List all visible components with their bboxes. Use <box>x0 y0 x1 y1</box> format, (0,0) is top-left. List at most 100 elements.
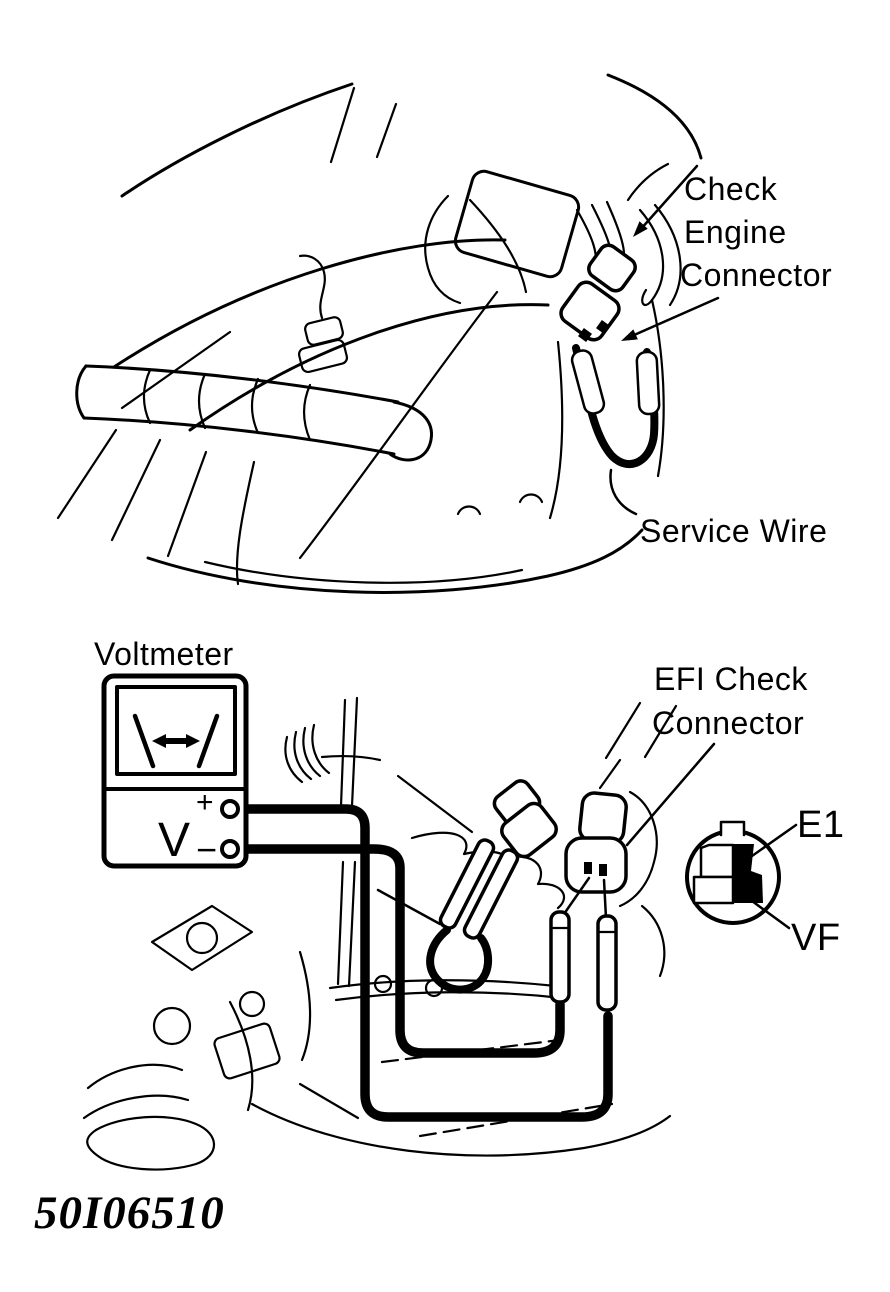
harness-wire <box>626 162 670 202</box>
engine-line <box>298 950 312 1062</box>
engine-line <box>228 1000 254 1112</box>
engine-line <box>339 698 347 808</box>
connector-terminal <box>578 328 592 342</box>
service-wire-sleeve <box>635 350 661 416</box>
hose-ring <box>302 383 312 442</box>
ribbed-hose <box>82 416 396 456</box>
engine-line <box>604 701 642 760</box>
pinout-cavity <box>692 875 735 905</box>
engine-deck-line <box>334 991 564 1002</box>
pinout-tab <box>719 820 746 837</box>
harness-wire <box>638 208 665 306</box>
check-engine-connector-label: Connector <box>680 257 832 293</box>
engine-bottom-sweep <box>250 1102 672 1157</box>
engine-line <box>643 704 678 759</box>
engine-line <box>548 340 564 520</box>
hose-arc <box>311 723 331 775</box>
engine-line <box>598 758 622 790</box>
engine-line <box>350 696 359 808</box>
engine-box <box>213 1022 281 1080</box>
engine-line <box>375 102 398 159</box>
efi-check-connector-label: EFI Check <box>654 661 808 697</box>
voltmeter-needle-left <box>132 713 156 769</box>
needle-deflection-arrow-icon <box>186 734 200 748</box>
voltmeter-needle-right <box>196 713 220 769</box>
engine-circle <box>238 990 266 1018</box>
hose-arc <box>284 735 304 784</box>
lower-lump <box>86 1115 215 1171</box>
hose-line <box>320 754 382 762</box>
engine-line <box>120 330 232 410</box>
voltmeter-label: Voltmeter <box>94 636 234 672</box>
engine-line <box>424 194 462 305</box>
figure-code: 50I06510 <box>34 1187 225 1239</box>
e1-leader <box>750 823 798 858</box>
harness-wire <box>653 203 682 307</box>
bottom-diagram: V + − Voltmeter EFI Check Connector E1 V… <box>82 636 844 1171</box>
check-engine-connector-label: Engine <box>684 214 787 250</box>
test-probe <box>596 914 618 1012</box>
engine-line <box>518 493 544 504</box>
connector-terminal <box>596 320 610 334</box>
relay-box <box>453 169 581 279</box>
engine-line <box>329 86 356 164</box>
probe-needle <box>562 876 591 916</box>
engine-line <box>166 450 208 558</box>
positive-terminal <box>220 799 240 819</box>
engine-line <box>396 774 474 834</box>
pinout-filled-terminal <box>733 844 763 903</box>
engine-line <box>188 303 550 432</box>
engine-bottom-edge <box>146 528 644 594</box>
voltmeter-lead-positive <box>233 804 613 1122</box>
engine-bottom-edge <box>203 560 524 584</box>
check-engine-arrowhead <box>633 221 648 237</box>
relay-box-crease <box>468 198 528 294</box>
efi-connector-leader <box>625 742 716 847</box>
lower-hose <box>82 1094 190 1120</box>
check-engine-arrow-line <box>630 296 720 338</box>
efi-terminal <box>599 864 607 876</box>
voltmeter-display <box>115 685 237 776</box>
check-engine-connector-label: Check <box>684 171 778 207</box>
test-probe <box>549 910 571 1004</box>
engine-circle <box>152 1006 192 1046</box>
engine-line <box>298 1082 360 1120</box>
lower-hose <box>86 1063 184 1090</box>
engine-line <box>112 238 507 369</box>
voltmeter-lead-negative <box>233 844 565 1058</box>
pin-vf-label: VF <box>791 917 841 959</box>
engine-line <box>235 460 256 586</box>
sensor-body <box>297 338 349 374</box>
probe-needle <box>376 888 442 926</box>
service-wire-leader <box>609 468 638 516</box>
engine-line <box>336 860 345 986</box>
engine-line <box>618 790 658 908</box>
efi-check-connector-body <box>564 836 628 894</box>
engine-line <box>120 82 354 198</box>
check-engine-connector-cap <box>587 243 637 293</box>
pinout-cavity <box>699 843 735 879</box>
hose-ring <box>250 377 260 435</box>
bracket <box>150 904 254 972</box>
engine-dash-line <box>380 1038 562 1064</box>
engine-line <box>56 428 118 520</box>
negative-terminal <box>220 839 240 859</box>
ribbed-hose <box>84 364 400 404</box>
engine-line <box>347 860 357 988</box>
service-wire-label: Service Wire <box>640 513 827 549</box>
hose-end <box>388 400 433 462</box>
service-wire-sleeve <box>570 349 606 415</box>
hose-ring <box>142 368 152 425</box>
efi-terminal <box>584 862 592 874</box>
efi-check-connector-label: Connector <box>652 705 804 741</box>
probe-needle <box>602 878 608 920</box>
bracket-hole <box>185 921 219 955</box>
ribbed-hose-cap <box>75 364 88 420</box>
hose-arc <box>302 726 322 778</box>
bolt-head <box>373 974 393 994</box>
sensor-wire <box>298 254 326 320</box>
pin-e1-label: E1 <box>797 804 844 846</box>
check-engine-arrowhead <box>621 329 638 341</box>
test-probe <box>462 848 520 940</box>
